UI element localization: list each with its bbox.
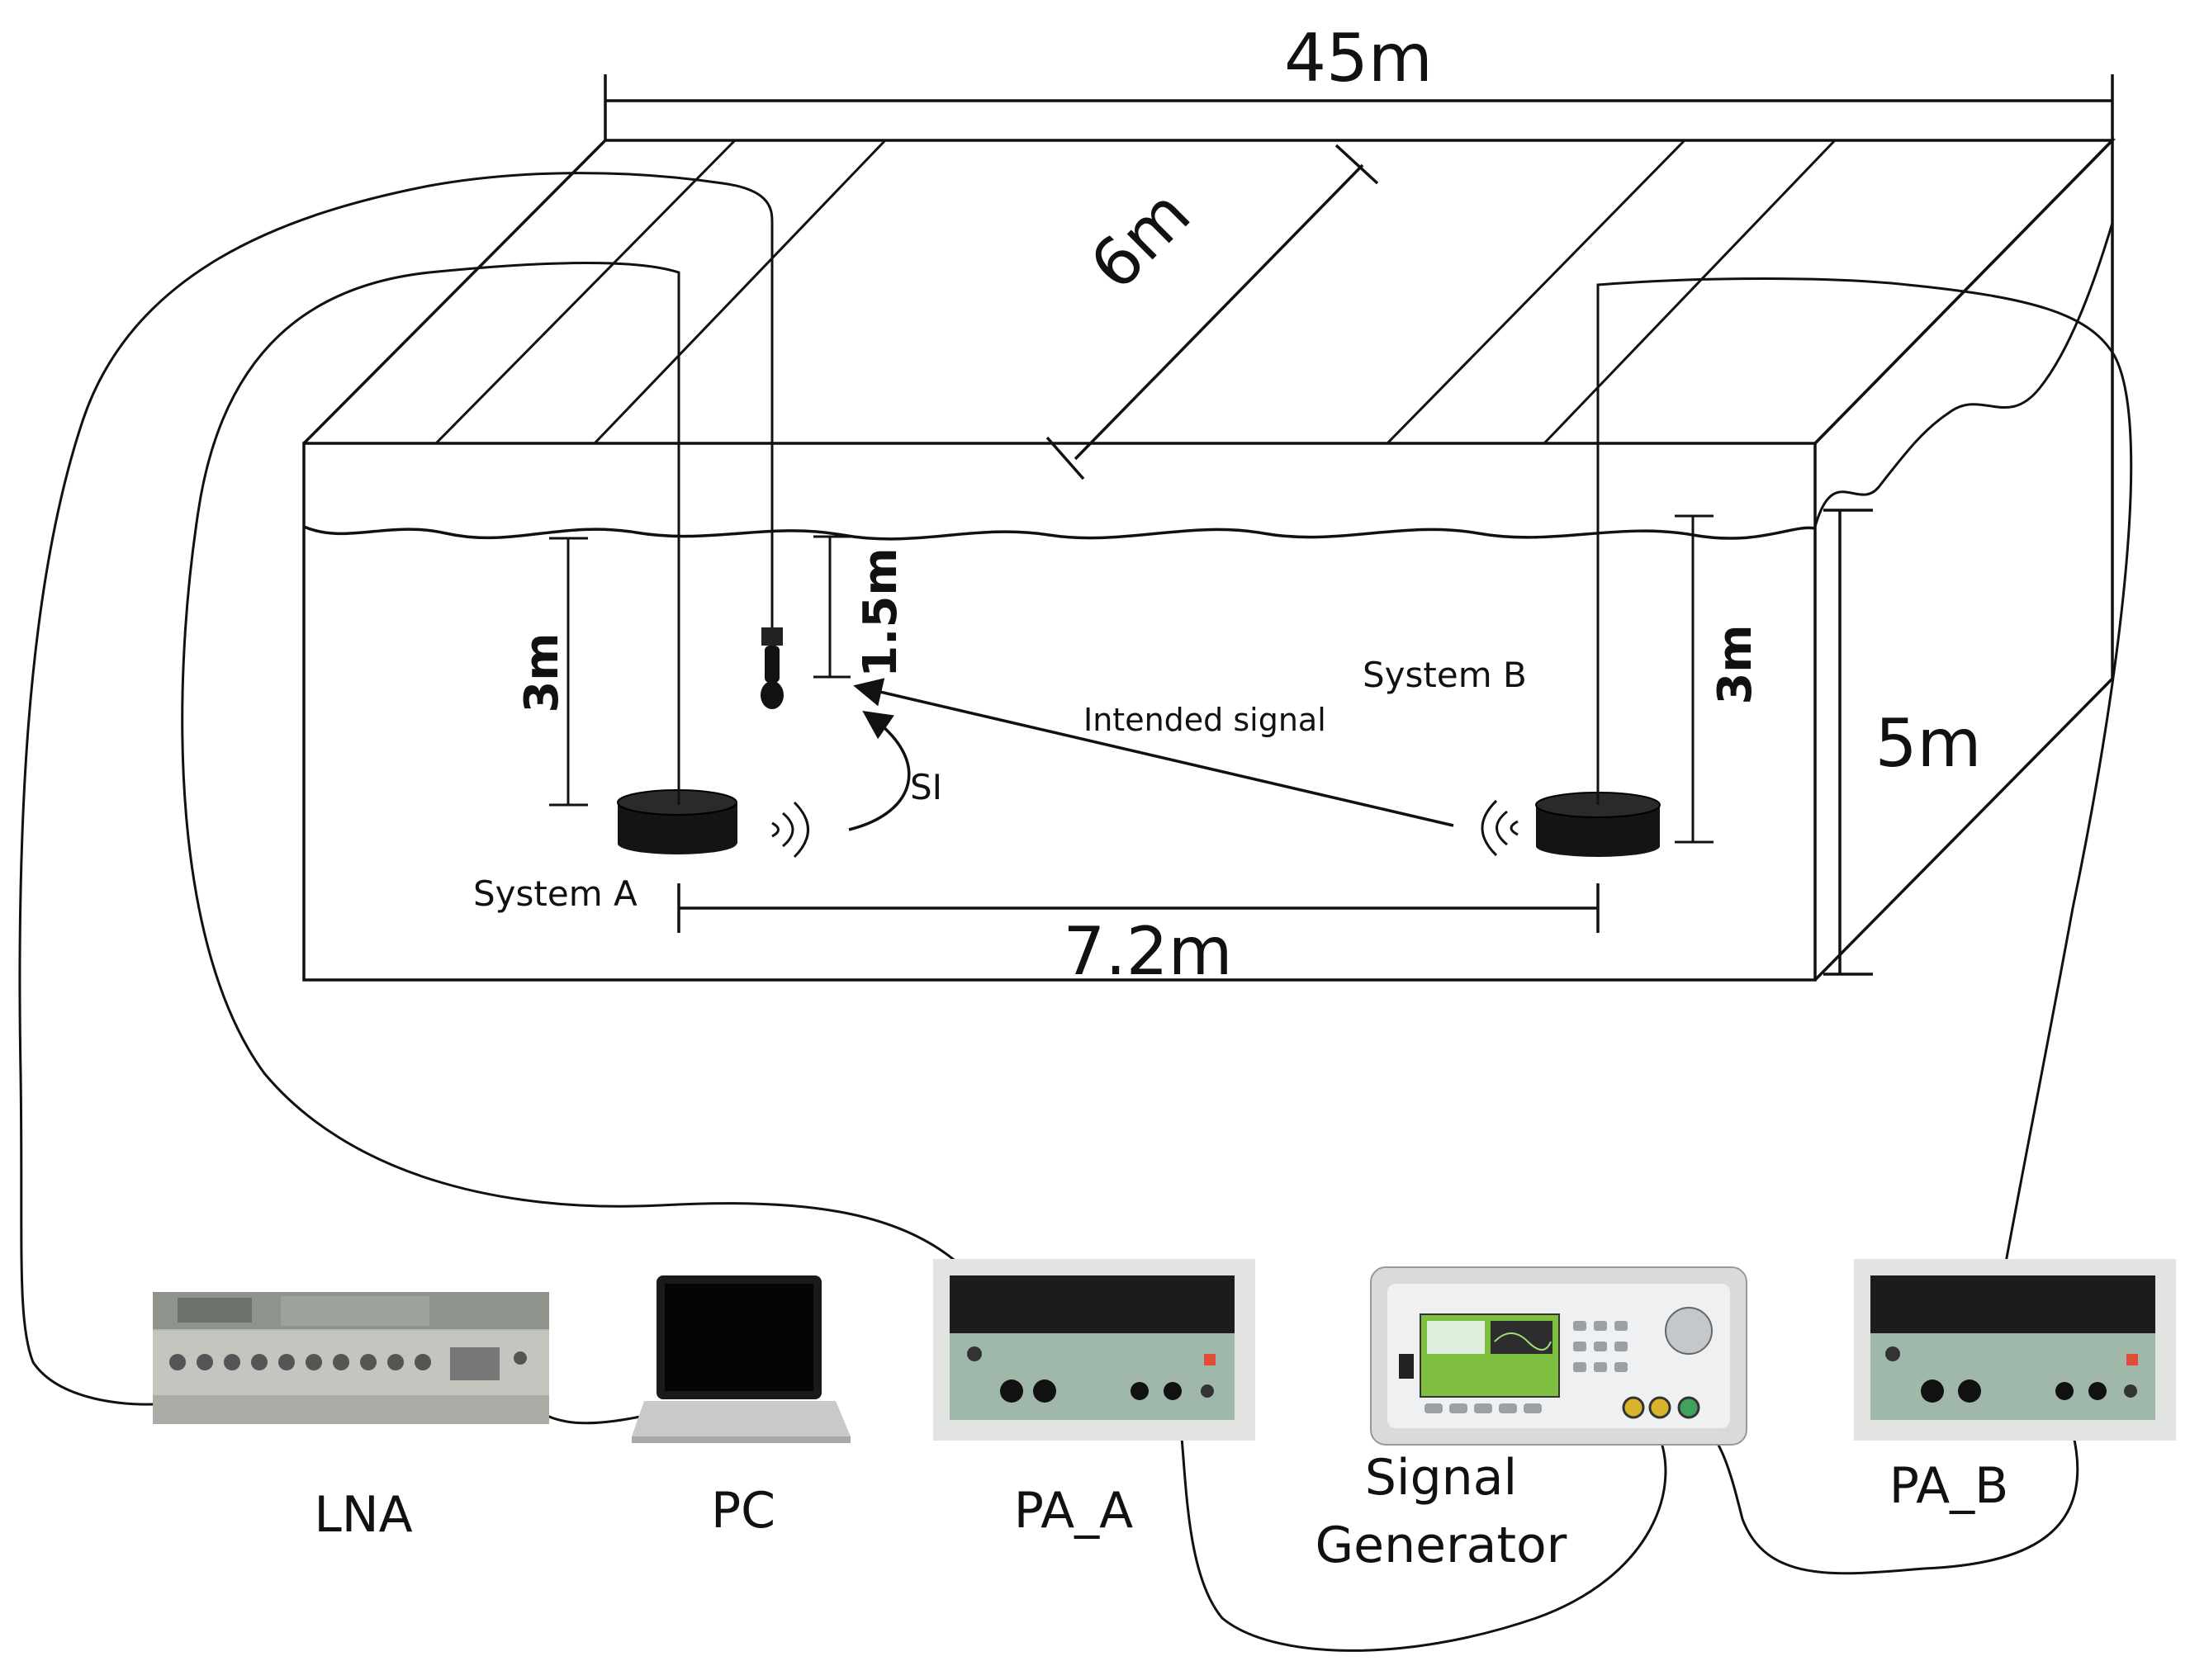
cable-system-b — [1596, 277, 2133, 1406]
tank-top-hatching — [434, 139, 1837, 445]
intended-signal-arrow — [853, 678, 1454, 827]
length-label: 45m — [1284, 20, 1433, 97]
signal-generator-device — [1370, 1266, 1747, 1446]
cable-hydrophone — [18, 172, 774, 1406]
system-a-label: System A — [473, 873, 638, 914]
lna-device — [153, 1292, 549, 1424]
si-label: SI — [910, 767, 942, 807]
water-surface — [303, 525, 1816, 541]
hydrophone-depth-dimension: 1.5m — [813, 535, 908, 679]
cable-system-a — [181, 261, 1050, 1406]
separation-label: 7.2m — [1063, 913, 1232, 990]
system-a-transducer — [617, 789, 737, 854]
depth-a-label: 3m — [515, 632, 569, 712]
pc-label: PC — [711, 1482, 775, 1540]
depth-b-dimension: 3m — [1675, 514, 1762, 844]
water-surface-side — [1813, 222, 2114, 528]
depth-a-dimension: 3m — [515, 537, 588, 807]
pa-a-device — [933, 1259, 1255, 1441]
lna-label: LNA — [314, 1486, 412, 1544]
system-b-emission-icon — [1481, 799, 1519, 857]
signal-generator-knob-icon — [1665, 1307, 1713, 1355]
pc-laptop-icon — [632, 1275, 851, 1443]
lna-connector-icons — [169, 1347, 527, 1380]
tank-top-face — [302, 139, 2117, 445]
cables — [18, 172, 2133, 1652]
system-b-transducer — [1535, 792, 1661, 857]
depth-b-label: 3m — [1709, 624, 1762, 704]
signal-generator-label-line1: Signal — [1365, 1449, 1517, 1507]
si-arrow — [848, 711, 911, 831]
tank-right-face — [1813, 136, 2114, 982]
length-dimension: 45m — [604, 20, 2114, 140]
pa-a-label: PA_A — [1014, 1482, 1133, 1540]
depth-dimension: 5m — [1823, 509, 1982, 976]
separation-dimension: 7.2m — [677, 883, 1600, 990]
pa-b-device — [1854, 1259, 2176, 1441]
width-label: 6m — [1075, 175, 1205, 305]
width-dimension: 6m — [1045, 144, 1379, 480]
signal-generator-key-icons — [1424, 1321, 1628, 1413]
intended-signal-label: Intended signal — [1083, 702, 1326, 738]
system-a-emission-icon — [771, 801, 809, 859]
tank-front-face — [302, 442, 1817, 982]
cable-sg-pa-b — [1684, 1417, 2079, 1575]
system-b-label: System B — [1363, 655, 1527, 695]
pa-b-label: PA_B — [1889, 1457, 2009, 1515]
signal-generator-label-line2: Generator — [1315, 1517, 1567, 1574]
hydrophone-depth-label: 1.5m — [854, 547, 908, 678]
depth-label: 5m — [1875, 705, 1982, 782]
hydrophone — [761, 223, 784, 709]
